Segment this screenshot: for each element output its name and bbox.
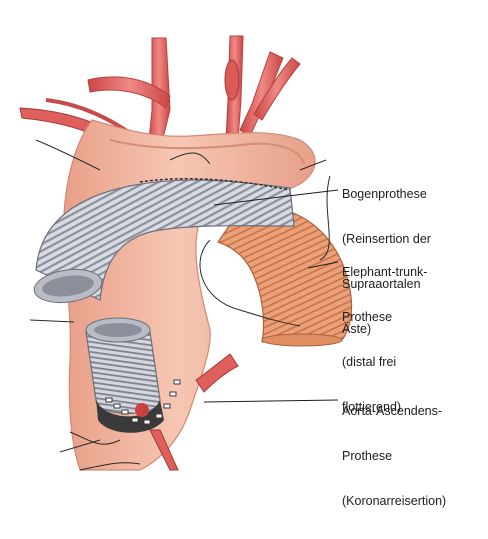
label-line: Prothese: [342, 310, 427, 325]
label-line: Elephant-trunk-: [342, 265, 427, 280]
elephant-trunk-graft: [218, 207, 352, 346]
label-line: (distal frei: [342, 355, 427, 370]
label-line: Bogenprothese: [342, 187, 431, 202]
label-line: (Koronarreisertion): [342, 494, 446, 509]
label-ascending-aorta: Aorta-Ascendens- Prothese (Koronarreiser…: [342, 374, 446, 539]
label-line: Aorta-Ascendens-: [342, 404, 446, 419]
label-line: Prothese: [342, 449, 446, 464]
aortic-surgery-illustration: Bogenprothese (Reinsertion der Supraaort…: [0, 0, 488, 481]
